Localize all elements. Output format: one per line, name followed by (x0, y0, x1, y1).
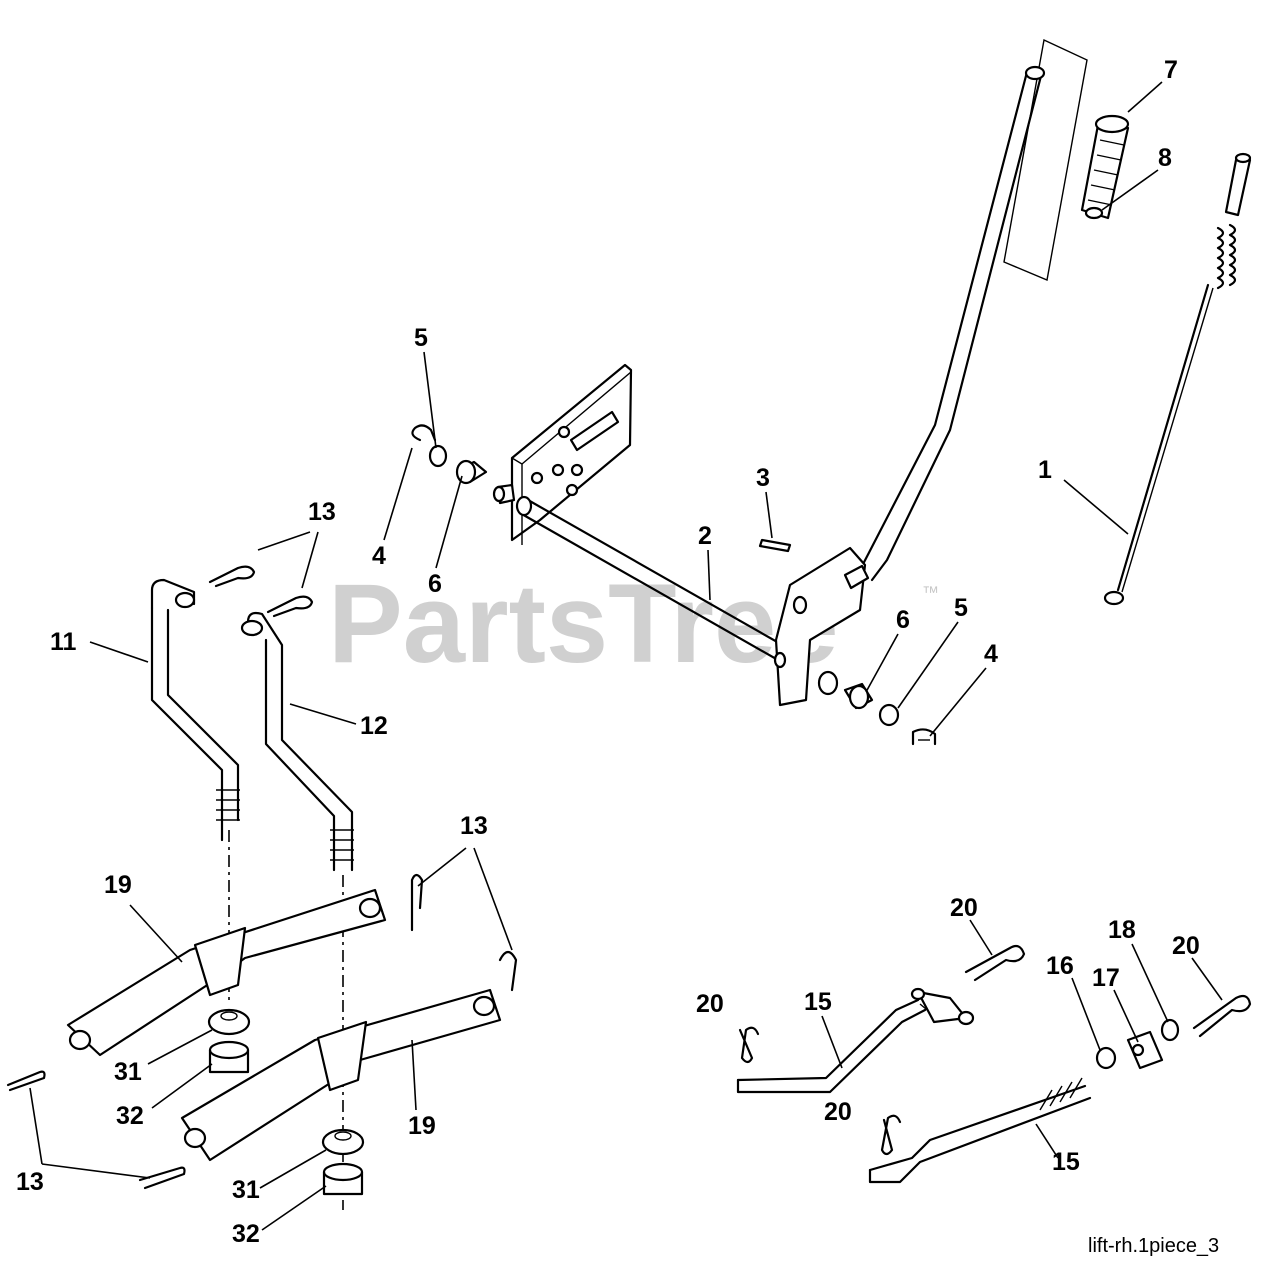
callout-8: 8 (1158, 144, 1172, 172)
callout-12: 12 (360, 712, 388, 740)
callout-31-lower: 31 (232, 1176, 260, 1204)
callout-5-right: 5 (954, 594, 968, 622)
part-lever-bracket (773, 546, 870, 707)
callout-13-top: 13 (308, 498, 336, 526)
part-5-washer-right (878, 703, 900, 727)
callout-32-upper: 32 (116, 1102, 144, 1130)
part-13-clip-top-1 (208, 565, 256, 588)
part-19-arm-upper (66, 888, 387, 1057)
part-12-rod (240, 611, 354, 872)
callout-3: 3 (756, 464, 770, 492)
part-18-washer (1160, 1018, 1180, 1042)
part-13-clip-bottom-2 (138, 1166, 186, 1190)
part-13-clip-mid-2 (498, 950, 518, 992)
callout-19-lower: 19 (408, 1112, 436, 1140)
callout-32-lower: 32 (232, 1220, 260, 1248)
callout-11: 11 (50, 628, 77, 656)
callout-15-upper: 15 (804, 988, 832, 1016)
callout-18: 18 (1108, 916, 1136, 944)
part-11-rod (150, 578, 240, 842)
part-1-rod-spring (1103, 152, 1252, 606)
part-7-grip (1080, 114, 1130, 220)
part-lever-guard (1003, 38, 1088, 281)
part-8-washer (1084, 206, 1104, 220)
part-32-nut-upper (208, 1040, 250, 1074)
callout-15-lower: 15 (1052, 1148, 1080, 1176)
callout-13-bottom: 13 (16, 1168, 44, 1196)
callout-20-top: 20 (950, 894, 978, 922)
part-4-clip-left (411, 424, 437, 442)
callout-5-left: 5 (414, 324, 428, 352)
part-31-washer-upper (207, 1008, 251, 1036)
callout-16: 16 (1046, 952, 1074, 980)
callouts: 7 8 1 5 4 6 3 2 6 5 4 13 11 12 13 19 19 … (16, 56, 1200, 1248)
part-3-pin (758, 538, 792, 553)
part-lift-lever (858, 65, 1046, 582)
part-19-arm-lower (180, 988, 502, 1162)
leader-lines (29, 81, 1223, 1231)
part-2-cross-shaft (492, 483, 802, 670)
diagram-id: lift-rh.1piece_3 (1088, 1235, 1219, 1257)
part-20-clip-1 (738, 1026, 760, 1064)
part-15-rod-upper (736, 995, 945, 1094)
part-15-rod-lower (868, 1077, 1092, 1184)
part-13-clip-top-2 (266, 595, 314, 618)
part-31-washer-lower (321, 1128, 365, 1156)
part-17-block (1126, 1030, 1164, 1070)
part-13-clip-bottom-1 (6, 1070, 46, 1092)
part-5-washer-left (428, 444, 448, 468)
part-20-clip-4 (880, 1114, 902, 1156)
part-32-nut-lower (322, 1162, 364, 1196)
part-6-bushing-right (817, 670, 874, 710)
callout-20-right: 20 (1172, 932, 1200, 960)
callout-6-right: 6 (896, 606, 910, 634)
callout-1: 1 (1038, 456, 1052, 484)
part-20-clip-3 (1192, 994, 1252, 1038)
callout-6-left: 6 (428, 570, 442, 598)
watermark-text: PartsTree (328, 561, 839, 686)
callout-2: 2 (698, 522, 712, 550)
part-15-block (910, 987, 975, 1026)
callout-20-left: 20 (696, 990, 724, 1018)
part-20-clip-2 (964, 944, 1026, 982)
part-mounting-plate (510, 363, 633, 545)
watermark-trademark: ™ (922, 583, 939, 602)
callout-17: 17 (1092, 964, 1120, 992)
callout-31-upper: 31 (114, 1058, 142, 1086)
callout-4-left: 4 (372, 542, 386, 570)
callout-7: 7 (1164, 56, 1178, 84)
callout-19-upper: 19 (104, 871, 132, 899)
part-13-clip-mid-1 (410, 873, 424, 932)
part-16-nut (1095, 1046, 1117, 1070)
callout-20-bottom: 20 (824, 1098, 852, 1126)
callout-4-right: 4 (984, 640, 998, 668)
part-4-clip-right (911, 728, 937, 746)
callout-13-mid: 13 (460, 812, 488, 840)
